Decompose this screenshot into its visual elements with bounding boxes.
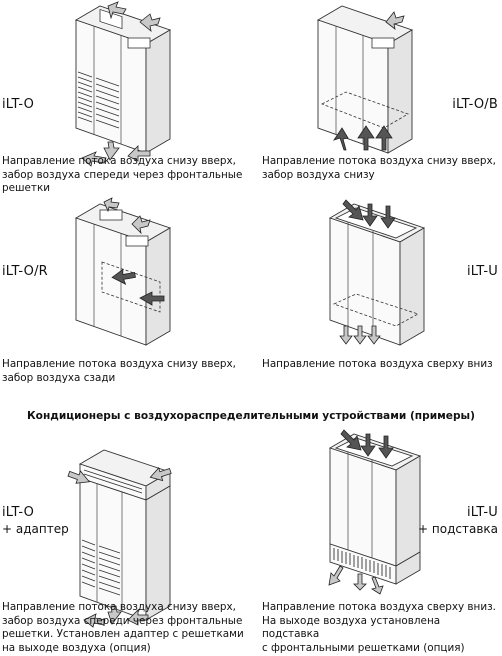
description-ilt-u: Направление потока воздуха сверху вниз (262, 358, 493, 370)
model-label-ilt-o: iLT-O (2, 97, 35, 112)
description-ilt-o: Направление потока воздуха снизу вверх, … (2, 155, 243, 194)
description-ilt-o-adapter: Направление потока воздуха снизу вверх, … (2, 601, 244, 654)
description-ilt-o-b: Направление потока воздуха снизу вверх, … (262, 155, 496, 181)
unit-ilt-u (328, 199, 426, 346)
description-ilt-u-stand: Направление потока воздуха сверху вниз. … (262, 601, 496, 654)
unit-ilt-o (74, 1, 172, 167)
model-label-ilt-u: iLT-U (466, 264, 498, 279)
model-suffix-stand: + подставка (418, 522, 498, 536)
unit-ilt-o-b (316, 5, 414, 154)
front-grille-left (77, 71, 120, 129)
front-grille-lower (81, 539, 121, 596)
model-label-ilt-o-adapter: iLT-O (2, 505, 35, 520)
model-suffix-adapter: + адаптер (2, 522, 69, 536)
model-label-ilt-u-stand: iLT-U (466, 505, 498, 520)
unit-ilt-o-r (74, 197, 172, 346)
stand-grille (333, 548, 391, 579)
unit-ilt-u-stand (328, 429, 422, 595)
section-heading: Кондиционеры с воздухораспределительными… (27, 410, 475, 422)
model-label-ilt-o-b: iLT-O/B (452, 97, 498, 112)
model-label-ilt-o-r: iLT-O/R (2, 264, 48, 279)
description-ilt-o-r: Направление потока воздуха снизу вверх, … (2, 358, 236, 384)
